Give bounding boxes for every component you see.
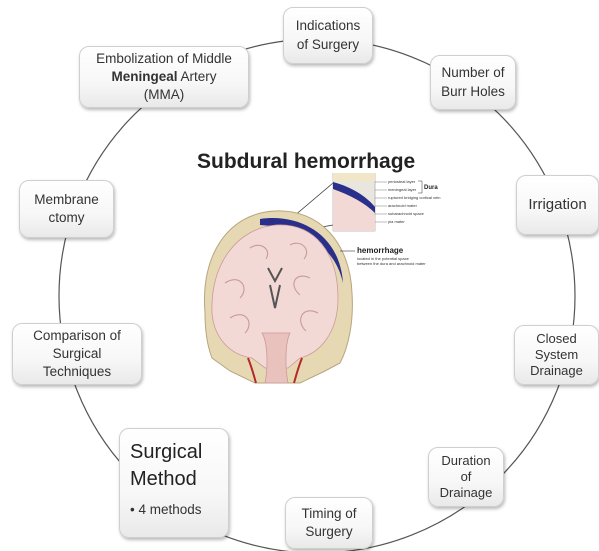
node-irrigation: Irrigation [516, 175, 599, 235]
node-text: Surgical [130, 439, 202, 466]
inset-label: pia mater [388, 219, 405, 224]
hemorrhage-label: hemorrhage [357, 246, 404, 255]
node-text: Duration [441, 453, 490, 469]
node-text: Comparison of [33, 327, 121, 345]
node-text: Number of [441, 64, 504, 82]
node-text: ctomy [48, 209, 84, 227]
node-text-line2: Meningeal Artery [111, 68, 216, 86]
diagram-title: Subdural hemorrhage [197, 150, 415, 174]
node-timing-of-surgery: Timing of Surgery [285, 497, 373, 549]
node-text: Embolization of Middle [96, 50, 232, 68]
node-text: System [535, 347, 578, 363]
node-number-of-burr-holes: Number of Burr Holes [430, 55, 516, 110]
node-duration-of-drainage: Duration of Drainage [428, 447, 504, 507]
node-text: Surgery [305, 523, 352, 541]
node-bullet: • 4 methods [130, 501, 202, 519]
dura-label: Dura [424, 185, 438, 191]
node-text: (MMA) [144, 86, 185, 104]
node-text: of Surgery [297, 36, 359, 54]
hemorrhage-desc: between the dura and arachnoid mater [357, 261, 426, 266]
node-text: Drainage [440, 485, 493, 501]
node-closed-system-drainage: Closed System Drainage [514, 325, 599, 385]
node-text: Techniques [43, 363, 111, 381]
node-text: Burr Holes [441, 83, 505, 101]
inset-label: subarachnoid space [388, 211, 425, 216]
node-bullet-text: 4 methods [138, 502, 201, 517]
inset-label: periosteal layer [388, 179, 416, 184]
inset-label: meningeal layer [388, 187, 417, 192]
node-text: Artery [178, 69, 217, 84]
node-surgical-method: Surgical Method • 4 methods [119, 428, 229, 538]
node-text: Timing of [301, 505, 356, 523]
node-embolization-of-mma: Embolization of Middle Meningeal Artery … [79, 46, 249, 108]
node-text: Method [130, 466, 197, 493]
node-text: of [461, 469, 472, 485]
node-indications-of-surgery: Indications of Surgery [283, 7, 373, 64]
node-text: Irrigation [528, 195, 586, 215]
brain-illustration: periosteal layer meningeal layer rupture… [190, 173, 460, 385]
inset-label: arachnoid mater [388, 203, 418, 208]
node-membranectomy: Membrane ctomy [19, 180, 114, 238]
node-text-bold: Meningeal [111, 69, 177, 84]
inset-label: ruptured bridging cortical vein [388, 195, 440, 200]
node-text: Indications [296, 17, 361, 35]
node-text: Closed [536, 331, 576, 347]
inset-bone-layer [333, 173, 375, 181]
node-text: Drainage [530, 363, 583, 379]
node-comparison-of-surgical-techniques: Comparison of Surgical Techniques [12, 323, 142, 385]
node-text: Surgical [53, 345, 102, 363]
node-text: Membrane [34, 191, 99, 209]
